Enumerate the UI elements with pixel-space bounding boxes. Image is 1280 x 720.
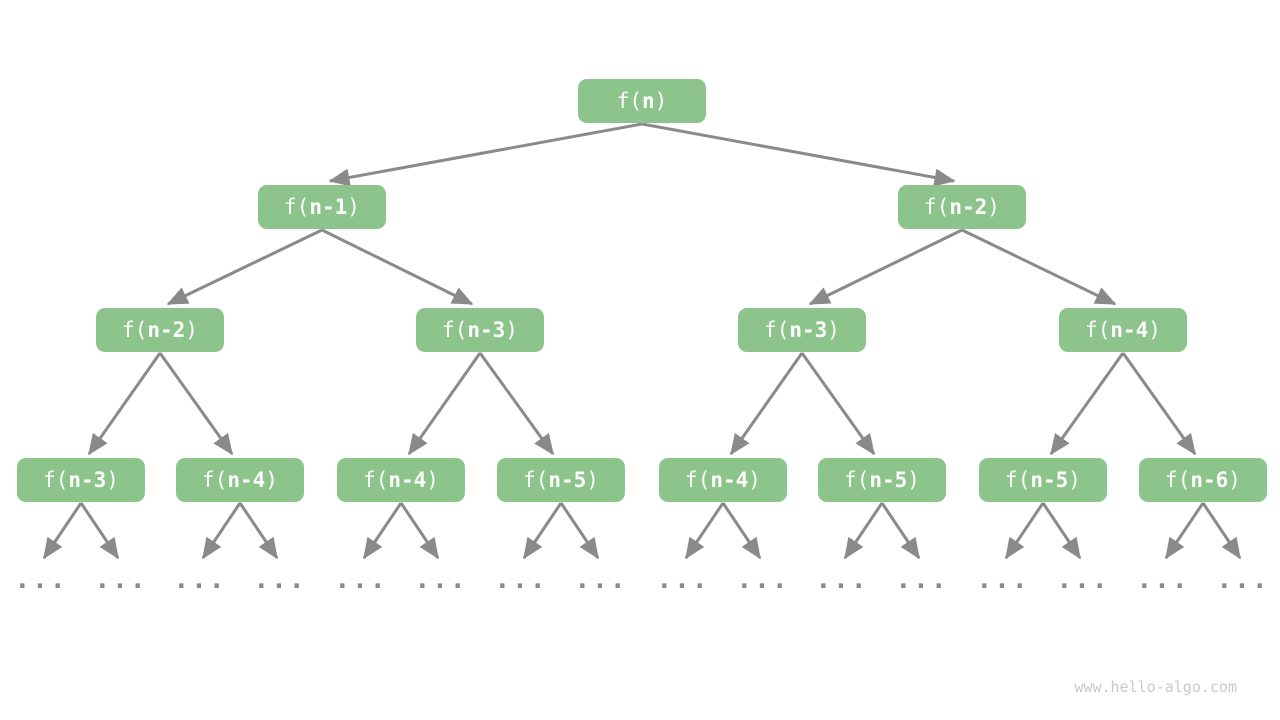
node-label-pre: f( [284, 195, 310, 219]
ellipsis-leaf: ... [14, 565, 68, 595]
node-label-post: ) [907, 468, 920, 492]
node-label-pre: f( [844, 468, 870, 492]
tree-node: f(n-3) [738, 308, 866, 352]
node-label-arg: n-2 [949, 195, 988, 219]
node-label-pre: f( [1165, 468, 1191, 492]
node-label-arg: n-3 [789, 318, 828, 342]
node-label-arg: n-2 [147, 318, 186, 342]
node-label-arg: n-4 [1110, 318, 1149, 342]
tree-node: f(n-3) [17, 458, 145, 502]
node-label-pre: f( [1005, 468, 1031, 492]
ellipsis-leaf: ... [414, 565, 468, 595]
ellipsis-leaf: ... [736, 565, 790, 595]
node-label-arg: n-4 [388, 468, 427, 492]
node-label-post: ) [987, 195, 1000, 219]
ellipsis-leaf: ... [494, 565, 548, 595]
tree-node: f(n-1) [258, 185, 386, 229]
node-label-arg: n-5 [548, 468, 587, 492]
tree-node: f(n-6) [1139, 458, 1267, 502]
node-label-arg: n-3 [467, 318, 506, 342]
node-label-pre: f( [202, 468, 228, 492]
tree-node: f(n-4) [659, 458, 787, 502]
tree-node: f(n-5) [979, 458, 1107, 502]
node-label-pre: f( [685, 468, 711, 492]
ellipsis-leaf: ... [334, 565, 388, 595]
ellipsis-leaf: ... [976, 565, 1030, 595]
node-label-post: ) [426, 468, 439, 492]
node-label-post: ) [505, 318, 518, 342]
tree-node: f(n) [578, 79, 706, 123]
node-label-arg: n-5 [1030, 468, 1069, 492]
node-label-post: ) [586, 468, 599, 492]
node-label-pre: f( [363, 468, 389, 492]
tree-node: f(n-3) [416, 308, 544, 352]
ellipsis-leaf: ... [574, 565, 628, 595]
node-label-post: ) [1148, 318, 1161, 342]
ellipsis-leaf: ... [173, 565, 227, 595]
node-label-pre: f( [616, 89, 642, 113]
ellipsis-leaf: ... [253, 565, 307, 595]
node-label-post: ) [185, 318, 198, 342]
node-label-post: ) [827, 318, 840, 342]
node-label-pre: f( [43, 468, 69, 492]
tree-node: f(n-5) [818, 458, 946, 502]
node-label-post: ) [106, 468, 119, 492]
node-label-post: ) [1228, 468, 1241, 492]
ellipsis-leaf: ... [1056, 565, 1110, 595]
node-label-post: ) [347, 195, 360, 219]
node-label-pre: f( [764, 318, 790, 342]
tree-node: f(n-2) [898, 185, 1026, 229]
node-label-arg: n-5 [869, 468, 908, 492]
tree-node: f(n-2) [96, 308, 224, 352]
node-label-arg: n-6 [1190, 468, 1229, 492]
node-label-pre: f( [1085, 318, 1111, 342]
ellipsis-leaf: ... [656, 565, 710, 595]
ellipsis-leaf: ... [1216, 565, 1270, 595]
node-label-arg: n-1 [309, 195, 348, 219]
ellipsis-leaf: ... [895, 565, 949, 595]
node-label-post: ) [265, 468, 278, 492]
tree-node: f(n-4) [1059, 308, 1187, 352]
tree-node: f(n-5) [497, 458, 625, 502]
ellipsis-leaf: ... [1136, 565, 1190, 595]
node-label-post: ) [748, 468, 761, 492]
tree-node: f(n-4) [176, 458, 304, 502]
node-label-pre: f( [122, 318, 148, 342]
ellipsis-leaf: ... [815, 565, 869, 595]
node-label-pre: f( [523, 468, 549, 492]
node-label-post: ) [1068, 468, 1081, 492]
watermark: www.hello-algo.com [1074, 678, 1237, 696]
node-label-arg: n-4 [710, 468, 749, 492]
node-label-post: ) [654, 89, 668, 113]
node-label-arg: n [641, 89, 655, 113]
node-label-arg: n-3 [68, 468, 107, 492]
node-label-arg: n-4 [227, 468, 266, 492]
ellipsis-leaf: ... [94, 565, 148, 595]
node-label-pre: f( [442, 318, 468, 342]
tree-node: f(n-4) [337, 458, 465, 502]
node-label-pre: f( [924, 195, 950, 219]
